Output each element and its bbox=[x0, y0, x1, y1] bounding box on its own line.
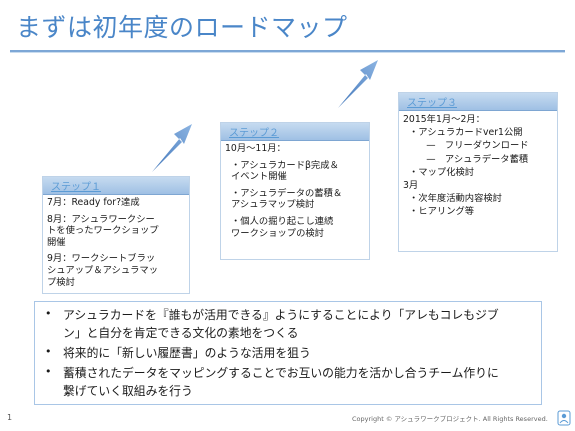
summary-item-1-line-1: アシュラカードを『誰もが活用できる』ようにすることにより「アレもコレもジブ bbox=[63, 308, 499, 322]
step-2-line: ・個人の掘り起こし連続 bbox=[231, 215, 334, 227]
bullet-icon: • bbox=[45, 345, 52, 358]
step-2-header: ステップ２ bbox=[221, 123, 369, 141]
summary-item-3-line-1: 蓄積されたデータをマッピングすることでお互いの能力を活かし合うチーム作りに bbox=[63, 366, 499, 380]
step-3-line: ・マップ化検討 bbox=[409, 166, 475, 178]
page-number: 1 bbox=[7, 413, 13, 422]
page-title: まずは初年度のロードマップ bbox=[16, 13, 348, 42]
summary-item-2: 将来的に「新しい履歴書」のような活用を狙う bbox=[63, 346, 311, 360]
step-1-line: シュアップ＆アシュラマッ bbox=[47, 264, 159, 276]
step-2-line: ワークショップの検討 bbox=[231, 227, 324, 239]
step-3-line: 2015年1月〜2月： bbox=[403, 114, 485, 125]
summary-item-1-line-2: ン」と自分を肯定できる文化の素地をつくる bbox=[63, 326, 299, 340]
step-2-line: 10月〜11月： bbox=[225, 143, 286, 154]
step-2-line: アシュラマップ検討 bbox=[231, 199, 315, 211]
step-1-line: 7月：Ready for?達成 bbox=[47, 197, 140, 208]
step-2-label: ステップ２ bbox=[229, 128, 279, 139]
step-2-body: 10月〜11月： ・アシュラカードβ完成＆ イベント開催 ・アシュラデータの蓄積… bbox=[221, 141, 369, 239]
step-3-line: ・次年度活動内容検討 bbox=[409, 193, 502, 205]
step-1-line: 開催 bbox=[47, 236, 66, 248]
step-3-line: 3月 bbox=[403, 180, 419, 192]
step-1-header: ステップ１ bbox=[43, 177, 189, 195]
step-3-header: ステップ３ bbox=[399, 93, 557, 111]
step-3-line: — アシュラデータ蓄積 bbox=[417, 153, 529, 165]
bullet-icon: • bbox=[45, 307, 52, 320]
step-1-line: 8月：アシュラワークシー bbox=[47, 213, 155, 225]
step-1-label: ステップ１ bbox=[51, 182, 101, 193]
step-1-line: プ検討 bbox=[47, 276, 75, 288]
step-2-line: ・アシュラデータの蓄積＆ bbox=[231, 187, 343, 199]
step-1-line: トを使ったワークショップ bbox=[47, 225, 159, 237]
summary-box: • アシュラカードを『誰もが活用できる』ようにすることにより「アレもコレもジブ … bbox=[34, 301, 542, 405]
project-logo-icon bbox=[557, 410, 571, 426]
step-2-line: ・アシュラカードβ完成＆ bbox=[231, 159, 339, 171]
bullet-icon: • bbox=[45, 365, 52, 378]
step-2-card: ステップ２ 10月〜11月： ・アシュラカードβ完成＆ イベント開催 ・アシュラ… bbox=[220, 122, 370, 260]
arrow-up-right-icon-2 bbox=[336, 60, 378, 110]
step-3-line: — フリーダウンロード bbox=[417, 140, 529, 152]
arrow-up-right-icon-1 bbox=[150, 124, 192, 174]
step-3-label: ステップ３ bbox=[407, 98, 457, 109]
step-1-body: 7月：Ready for?達成 8月：アシュラワークシー トを使ったワークショッ… bbox=[43, 195, 189, 288]
summary-item-3-line-2: 繋げていく取組みを行う bbox=[63, 384, 193, 398]
copyright-text: Copyright © アシュラワークプロジェクト. All Rights Re… bbox=[352, 415, 548, 423]
step-3-line: ・アシュラカードver1公開 bbox=[409, 127, 523, 139]
step-1-card: ステップ１ 7月：Ready for?達成 8月：アシュラワークシー トを使った… bbox=[42, 176, 190, 294]
step-1-line: 9月：ワークシートブラッ bbox=[47, 253, 156, 265]
step-3-body: 2015年1月〜2月： ・アシュラカードver1公開 — フリーダウンロード —… bbox=[399, 111, 557, 219]
step-3-line: ・ヒアリング等 bbox=[409, 206, 475, 218]
step-2-line: イベント開催 bbox=[231, 171, 287, 183]
title-divider-shadow bbox=[10, 52, 565, 53]
title-divider bbox=[10, 50, 565, 52]
step-3-card: ステップ３ 2015年1月〜2月： ・アシュラカードver1公開 — フリーダウ… bbox=[398, 92, 558, 252]
